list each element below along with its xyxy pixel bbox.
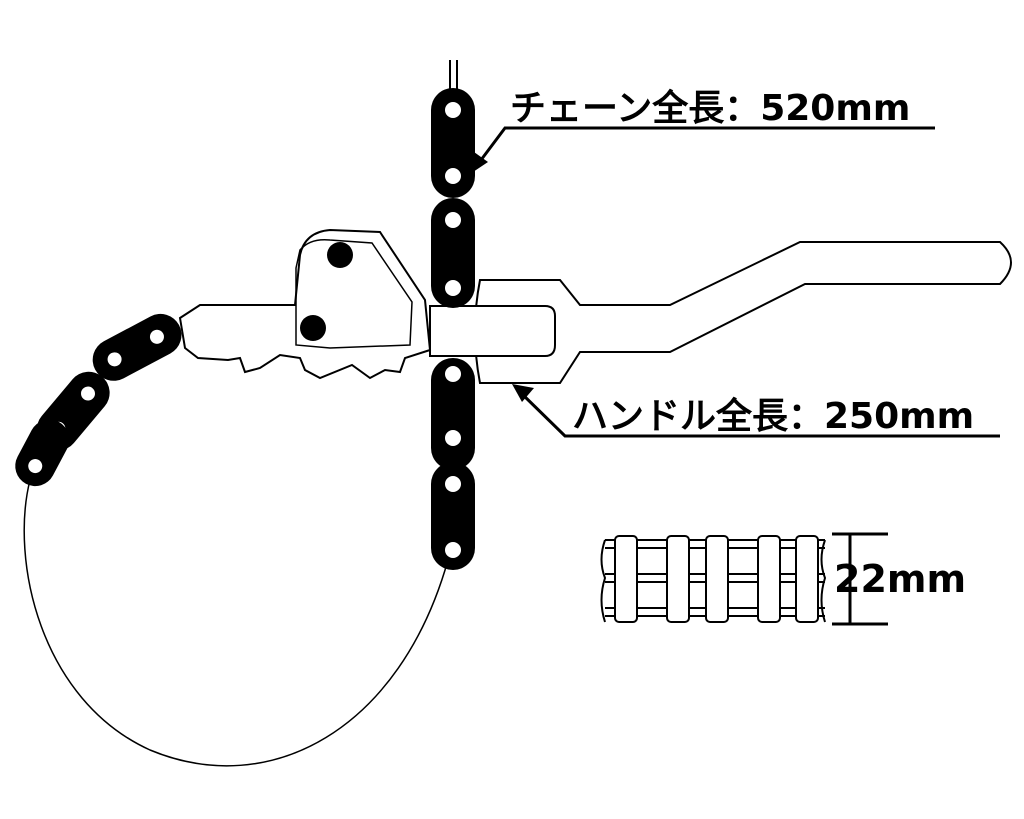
chain-width-label: 22mm	[834, 557, 966, 601]
jaw-body	[178, 228, 432, 380]
left-chain-segment	[15, 313, 182, 487]
chain-width-dimension	[832, 532, 888, 626]
rivet-upper	[327, 242, 353, 268]
chain-loop-wire	[23, 479, 449, 767]
handle-length-label: ハンドル全長：250mm	[572, 395, 974, 437]
chain-detail-view	[600, 535, 827, 623]
handle-inner-plate	[429, 305, 556, 357]
chain-length-leader	[470, 126, 935, 174]
jaw-inner-outline	[295, 238, 413, 349]
rivet-lower	[300, 315, 326, 341]
handle-length-leader	[512, 384, 1000, 438]
vertical-chain	[431, 60, 475, 570]
chain-length-label: チェーン全長：520mm	[510, 87, 910, 129]
